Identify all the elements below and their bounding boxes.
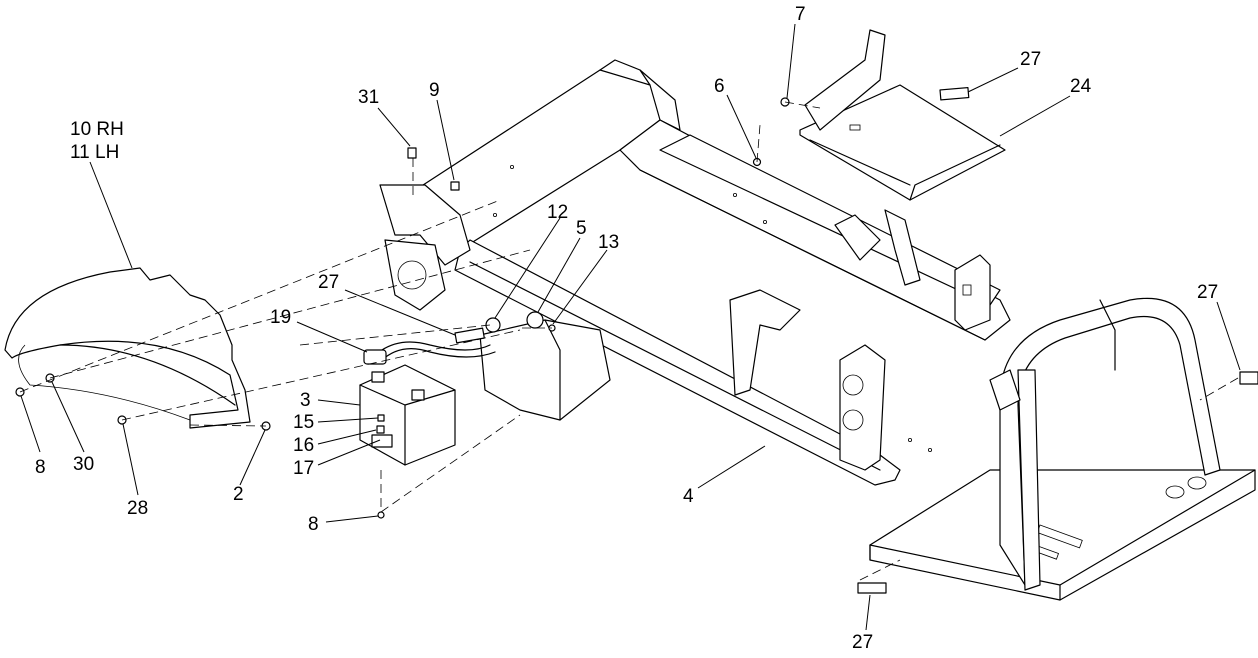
- callout-13: 13: [598, 232, 619, 253]
- callout-4: 4: [683, 486, 694, 507]
- battery-cable: [363, 341, 496, 365]
- callout-19: 19: [270, 307, 291, 328]
- callout-7: 7: [795, 4, 806, 25]
- callout-24: 24: [1070, 76, 1092, 97]
- fender: [4, 267, 251, 429]
- plate-24: [799, 29, 1006, 201]
- callout-9: 9: [429, 80, 440, 101]
- callouts: 7 27 24 6 31 9 10 RH 11 LH 12 5 13 27 19…: [35, 4, 1218, 653]
- main-frame: [379, 59, 1256, 601]
- callout-8-bottom: 8: [308, 514, 319, 535]
- hardware: [15, 86, 1258, 594]
- callout-30: 30: [73, 454, 94, 475]
- callout-31: 31: [358, 87, 379, 108]
- callout-2: 2: [233, 484, 244, 505]
- callout-3: 3: [300, 390, 311, 411]
- callout-27-top: 27: [1020, 49, 1041, 70]
- callout-17: 17: [293, 458, 314, 479]
- callout-27-mid: 27: [318, 272, 339, 293]
- callout-15: 15: [293, 412, 314, 433]
- battery: [359, 364, 456, 466]
- callout-27-bottom: 27: [852, 632, 873, 653]
- callout-8-left: 8: [35, 457, 46, 478]
- leader-lines: [20, 23, 1241, 631]
- callout-10-rh: 10 RH: [70, 119, 124, 140]
- callout-11-lh: 11 LH: [70, 142, 119, 163]
- callout-6: 6: [714, 76, 725, 97]
- callout-12: 12: [547, 202, 568, 223]
- callout-28: 28: [127, 498, 148, 519]
- callout-27-right: 27: [1197, 282, 1218, 303]
- callout-16: 16: [293, 435, 314, 456]
- assembly-lines: [19, 101, 1239, 581]
- callout-5: 5: [576, 218, 587, 239]
